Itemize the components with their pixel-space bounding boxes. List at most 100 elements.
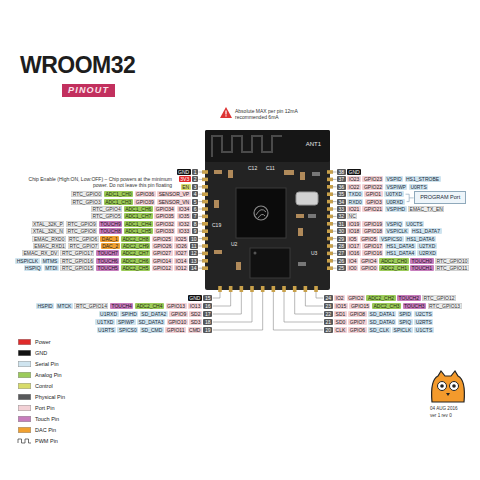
pin-function: MTMS (41, 258, 59, 264)
pin-function: IO5 (347, 236, 358, 242)
pin-function: IO13 (188, 303, 202, 309)
pin-function: SPICLK (392, 327, 413, 333)
pin-function: ADC2_CH3 (372, 303, 401, 309)
pin-number: 32 (337, 213, 346, 219)
pin-function: TOUCH4 (110, 303, 133, 309)
warning-triangle (225, 111, 226, 115)
passive-components (214, 170, 320, 270)
pin-number: 13 (189, 258, 198, 264)
pin-function: VSPIWP (385, 184, 407, 190)
pin-number: 12 (189, 250, 198, 256)
pin-function: IO19 (347, 221, 361, 227)
pin-function: TOUCH3 (403, 303, 426, 309)
part-name: U3 (311, 250, 317, 256)
pin-function: GPIO18 (362, 228, 383, 234)
pin-function: GPIO2 (347, 295, 365, 301)
pin-number: 26 (337, 258, 346, 264)
passive-components (284, 170, 294, 175)
part-name: C11 (266, 165, 275, 171)
passive-components (300, 172, 305, 180)
pin-leader (332, 223, 337, 224)
pin-number: 24 (324, 295, 333, 301)
pin-function: ADC2_CH0 (379, 258, 408, 264)
pin-leader (199, 260, 204, 261)
pin-function: SPIHD (120, 311, 138, 317)
pin-function: IO23 (347, 176, 361, 182)
pin-leader (332, 260, 337, 261)
pin-number: 5 (192, 199, 198, 205)
pin-number: 15 (203, 295, 212, 301)
legend-swatch (18, 350, 31, 356)
pin-function: ADC2_CH7 (121, 250, 150, 256)
warning-triangle (225, 115, 226, 116)
pin-leader (295, 292, 324, 314)
pin-function: GPIO21 (362, 206, 383, 212)
pin-number: 10 (189, 236, 198, 242)
pin-function: GPIO11 (165, 327, 186, 333)
pin-function: IO0 (347, 265, 358, 271)
pin-function: ADC1_CH6 (124, 206, 153, 212)
pin-function: TOUCH2 (397, 295, 420, 301)
pin-function: DAC_1 (100, 236, 119, 242)
pin-function: GPIO35 (154, 213, 175, 219)
node-text: ANT1 (306, 141, 321, 148)
pin-number: 16 (203, 303, 212, 309)
pin-function: RTC_GPIO15 (60, 265, 94, 271)
pin-function: IO14 (174, 258, 188, 264)
pin-function: IO27 (174, 250, 188, 256)
pin-function: SPIQ (398, 319, 413, 325)
pin-function: VSPICLK (385, 228, 409, 234)
pin-function: HS1_DATA4 (385, 250, 416, 256)
current-note: Absolute MAX per pin 12mA recommended 6m… (235, 108, 309, 120)
pin-leader (332, 216, 337, 217)
pin-number: 25 (337, 265, 346, 271)
pin-function: GPIO13 (166, 303, 187, 309)
legend-swatch (18, 427, 31, 433)
pin-function: EN (181, 184, 191, 190)
legend-text: Touch Pin (35, 416, 59, 423)
pin-function: RTC_GPIO11 (435, 265, 469, 271)
pin-function: EMAC_RX_DV (22, 250, 59, 256)
pin-function: RTC_GPIO14 (74, 303, 108, 309)
pin-number: 7 (192, 213, 198, 219)
pin-function: ADC1_CH5 (124, 228, 153, 234)
legend-swatch (18, 405, 31, 411)
pin-function: GPIO9 (169, 311, 187, 317)
crystal (296, 192, 318, 205)
pin-function: GPIO22 (362, 184, 383, 190)
pin-function: SD_DATA2 (140, 311, 168, 317)
pin-function: EMAC_RXD1 (33, 243, 67, 249)
pin-number: 1 (192, 169, 198, 175)
pin-leader (273, 292, 323, 330)
pin-function: IO12 (174, 265, 188, 271)
flash-chip (250, 248, 290, 278)
legend-text: DAC Pin (35, 427, 56, 434)
pin-leader (332, 268, 337, 269)
maker-logo (452, 384, 456, 388)
legend-swatch (18, 416, 31, 422)
pin-function: RXD0 (347, 199, 363, 205)
title-badge: PINOUT (62, 84, 115, 97)
pin-function: XTAL_32K_P (32, 221, 65, 227)
pin-function: HS1_DATA7 (411, 228, 442, 234)
date-note: 04 AUG 2016 (430, 406, 458, 412)
pin-function: SD3 (189, 319, 202, 325)
passive-components (228, 170, 233, 178)
pin-leader (332, 186, 337, 187)
pin-number: 28 (337, 243, 346, 249)
passive-components (312, 172, 320, 176)
legend-text: Analog Pin (35, 372, 62, 379)
pin-function: ADC1_CH3 (104, 199, 133, 205)
pin-function: IO32 (177, 221, 191, 227)
pin-function: SD2 (189, 311, 202, 317)
part-name: C19 (212, 222, 221, 228)
part-name: U2 (231, 241, 237, 247)
flash-chip (250, 248, 290, 278)
pin-function: U0CTS (405, 221, 424, 227)
pin-number: 30 (337, 228, 346, 234)
pin-leader (199, 209, 204, 210)
pin-function: GPIO3 (365, 199, 383, 205)
pin-function: EMAC_TX_EN (408, 206, 444, 212)
pin-function: RTC_GPIO0 (71, 191, 102, 197)
pin-function: GPIO17 (362, 243, 383, 249)
